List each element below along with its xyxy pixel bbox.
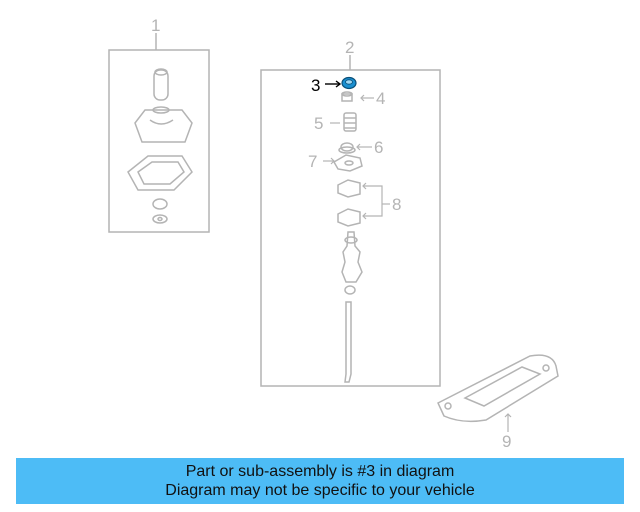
callout-8: 8 [392,195,401,214]
callout-1: 1 [151,16,160,35]
banner-line-2: Diagram may not be specific to your vehi… [165,482,475,499]
shift-lever-assembly [332,91,363,383]
callout-5: 5 [314,114,323,133]
callout-4: 4 [376,89,385,108]
assembly-1-box [108,49,210,233]
callout-9: 9 [502,432,511,451]
shift-knob-assembly [127,68,193,224]
part-3-highlight[interactable] [341,76,357,90]
callout-6: 6 [374,138,383,157]
callout-2: 2 [345,38,354,57]
callout-7: 7 [308,152,317,171]
base-plate [437,354,559,423]
info-banner: Part or sub-assembly is #3 in diagram Di… [16,458,624,504]
callout-3: 3 [311,76,320,95]
banner-line-1: Part or sub-assembly is #3 in diagram [185,463,455,480]
